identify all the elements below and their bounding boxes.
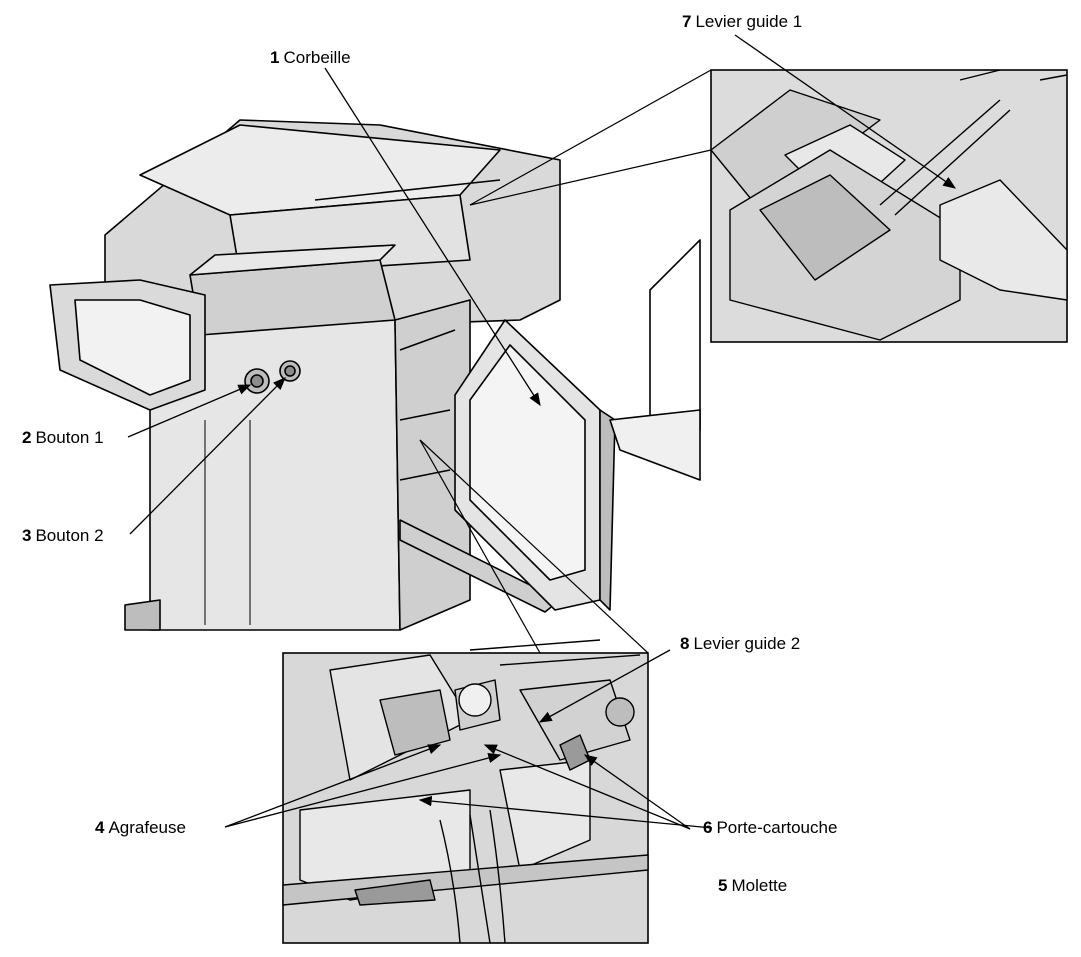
callout-text: Corbeille [283, 48, 351, 67]
leader-5 [418, 795, 713, 829]
leader-2 [127, 384, 252, 438]
callout-number: 3 [22, 526, 32, 545]
leader-4a [224, 744, 442, 828]
callout-number: 2 [22, 428, 32, 447]
callout-number: 8 [680, 634, 690, 653]
callout-number: 7 [682, 12, 692, 31]
leader-4b [224, 752, 502, 828]
callout-text: Bouton 1 [35, 428, 104, 447]
callout-text: Porte-cartouche [716, 818, 838, 837]
callout-leaders [127, 34, 957, 830]
leader-8 [538, 649, 671, 723]
callout-number: 1 [270, 48, 280, 67]
leader-6b [583, 754, 691, 830]
leader-7 [734, 34, 957, 189]
callout-number: 4 [95, 818, 105, 837]
callout-text: Levier guide 2 [693, 634, 801, 653]
callout-text: Bouton 2 [35, 526, 104, 545]
callout-number: 5 [718, 876, 728, 895]
inset-stapler [282, 639, 649, 944]
leader-1 [324, 67, 541, 407]
callout-text: Agrafeuse [108, 818, 186, 837]
inset-zoom-lines [419, 69, 712, 654]
finisher-machine [49, 119, 701, 631]
callout-text: Levier guide 1 [695, 12, 803, 31]
callout-number: 6 [703, 818, 713, 837]
leader-3 [129, 377, 286, 535]
callout-text: Molette [731, 876, 788, 895]
inset-guide-lever-1 [710, 69, 1068, 343]
leader-6a [483, 744, 691, 830]
